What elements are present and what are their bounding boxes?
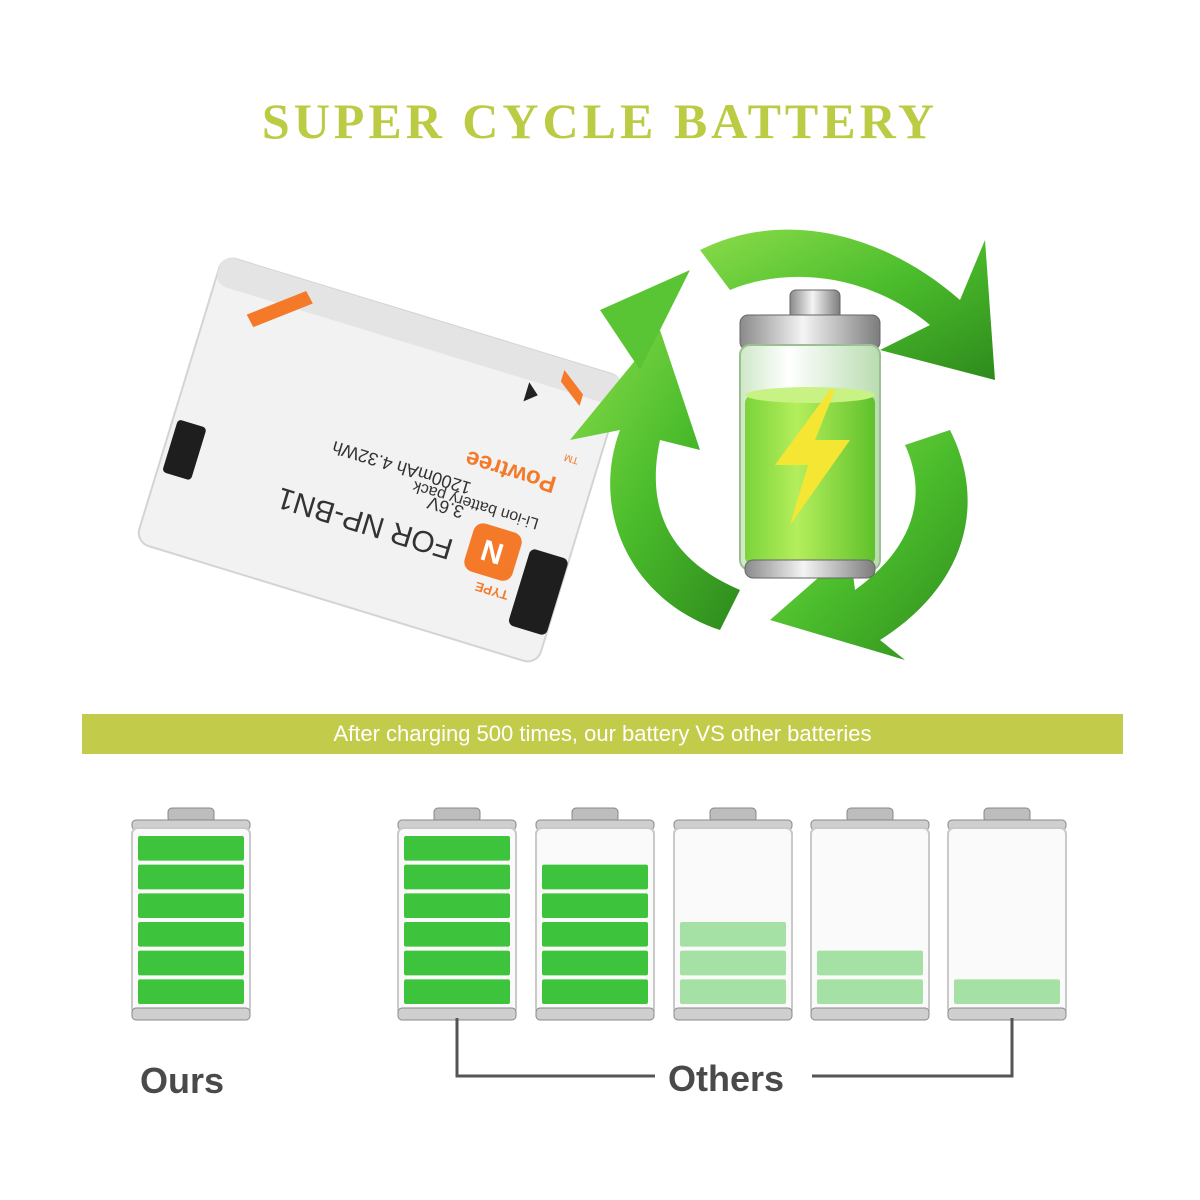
battery-segment bbox=[138, 950, 244, 976]
battery-ours bbox=[131, 807, 251, 1021]
battery-segment bbox=[138, 922, 244, 947]
battery-segment bbox=[542, 950, 648, 976]
battery-bottom-rim bbox=[673, 1007, 793, 1021]
battery-segment bbox=[542, 922, 648, 947]
battery-segment bbox=[404, 893, 510, 918]
battery-segment bbox=[404, 922, 510, 947]
battery-segment bbox=[817, 950, 923, 976]
battery-other-3 bbox=[673, 807, 793, 1021]
battery-bottom-rim bbox=[810, 1007, 930, 1021]
battery-segment bbox=[680, 950, 786, 976]
battery-segment bbox=[404, 979, 510, 1004]
others-label: Others bbox=[668, 1058, 785, 1099]
battery-segment bbox=[138, 979, 244, 1004]
battery-segment bbox=[404, 864, 510, 890]
page-title: SUPER CYCLE BATTERY bbox=[261, 93, 939, 149]
product-trademark: TM bbox=[563, 451, 580, 466]
battery-level-icon bbox=[739, 289, 881, 579]
battery-segment bbox=[817, 979, 923, 1004]
battery-other-4 bbox=[810, 807, 930, 1021]
battery-segment bbox=[404, 836, 510, 861]
battery-bottom-rim bbox=[947, 1007, 1067, 1021]
comparison-banner: After charging 500 times, our battery VS… bbox=[82, 714, 1123, 754]
battery-segment bbox=[680, 979, 786, 1004]
recycle-arrows-icon bbox=[570, 229, 995, 660]
battery-bottom-rim bbox=[535, 1007, 655, 1021]
battery-other-2 bbox=[535, 807, 655, 1021]
battery-segment bbox=[138, 836, 244, 861]
battery-bottom-rim bbox=[131, 1007, 251, 1021]
hero-illustration: FOR NP-BN1 3.6V 1200mAh 4.32Wh N TYPE Li… bbox=[137, 229, 995, 663]
battery-other-5 bbox=[947, 807, 1067, 1021]
battery-segment bbox=[138, 864, 244, 890]
battery-segment bbox=[680, 922, 786, 947]
battery-other-1 bbox=[397, 807, 517, 1021]
battery-comparison bbox=[131, 807, 1067, 1021]
battery-pack-icon: FOR NP-BN1 3.6V 1200mAh 4.32Wh N TYPE Li… bbox=[137, 257, 623, 663]
ours-label: Ours bbox=[140, 1060, 225, 1101]
battery-segment bbox=[542, 864, 648, 890]
lightning-bolt-icon bbox=[775, 390, 850, 525]
battery-segment bbox=[542, 979, 648, 1004]
battery-segment bbox=[138, 893, 244, 918]
battery-segment bbox=[404, 950, 510, 976]
battery-segment bbox=[542, 893, 648, 918]
battery-bottom-rim bbox=[397, 1007, 517, 1021]
battery-segment bbox=[954, 979, 1060, 1004]
